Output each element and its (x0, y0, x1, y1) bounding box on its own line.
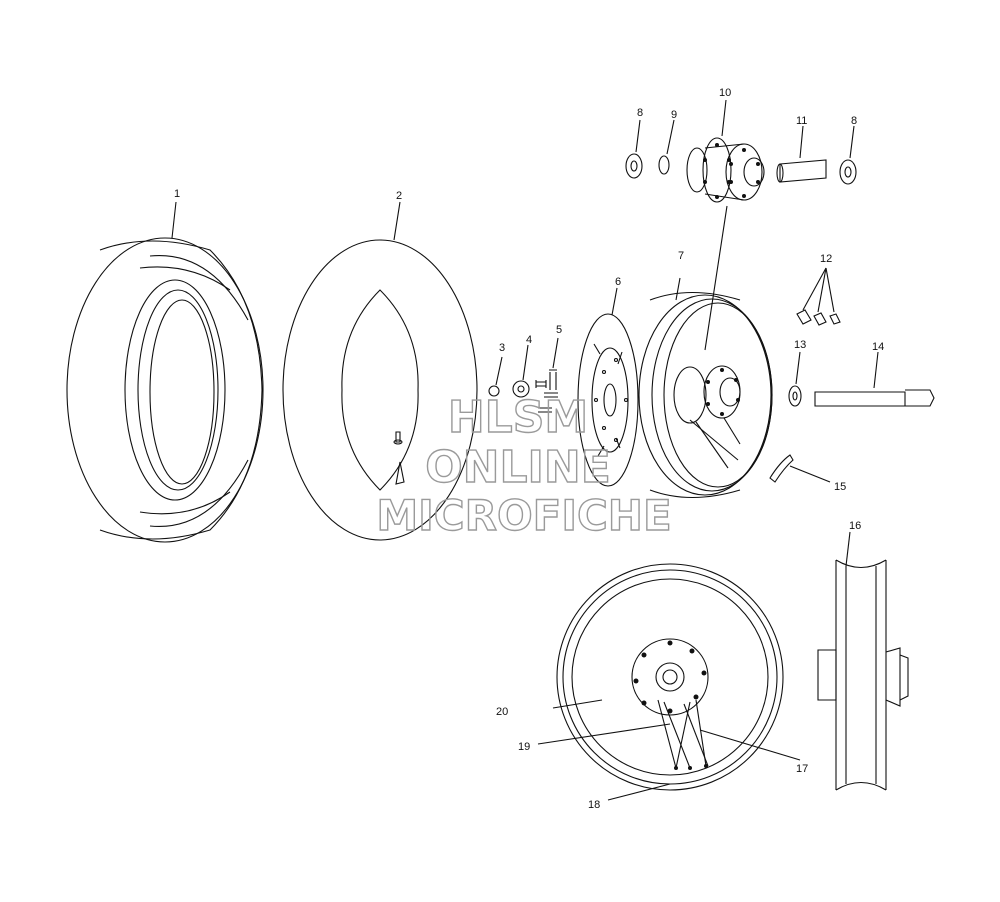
callout-1: 1 (174, 188, 180, 200)
bolts-part-5 (535, 337, 559, 413)
wheel-assembly (638, 277, 773, 499)
wheel-side-view (817, 531, 909, 791)
callout-9: 9 (671, 109, 677, 121)
callout-6: 6 (615, 276, 621, 288)
seal-part-9 (658, 119, 675, 175)
callout-13: 13 (794, 339, 806, 351)
callout-17: 17 (796, 763, 808, 775)
callout-10: 10 (719, 87, 731, 99)
watermark: HLSM ONLINE MICROFICHE (376, 391, 673, 540)
nut-part-3 (488, 356, 503, 397)
callout-2: 2 (396, 190, 402, 202)
tire (66, 237, 264, 543)
callout-14: 14 (872, 341, 884, 353)
valve-caps-part-12 (796, 267, 841, 326)
hub-part-10 (686, 99, 765, 351)
callout-5: 5 (556, 324, 562, 336)
bearing-part-8-left (625, 119, 643, 179)
leader-lines-lower (171, 201, 801, 801)
spacer-part-4 (512, 344, 530, 398)
washer-part-13 (788, 351, 802, 407)
inner-tube (282, 239, 478, 541)
wheel-front-view (556, 563, 784, 791)
callout-19: 19 (518, 741, 530, 753)
callout-11: 11 (796, 115, 807, 127)
watermark-line-2: ONLINE (425, 442, 611, 493)
brake-rotor (577, 287, 639, 487)
spacer-tube-part-11 (776, 125, 827, 183)
callout-20: 20 (496, 706, 508, 718)
callout-labels: 1 2 3 4 5 6 7 8 8 9 10 11 12 13 14 15 16… (174, 87, 884, 811)
bearing-part-8-right (839, 125, 857, 185)
callout-16: 16 (849, 520, 861, 532)
callout-4: 4 (526, 334, 532, 346)
callout-8-left: 8 (637, 107, 643, 119)
callout-18: 18 (588, 799, 600, 811)
callout-8-right: 8 (851, 115, 857, 127)
callout-3: 3 (499, 342, 505, 354)
hub-hole-dots (633, 143, 760, 770)
callout-12: 12 (820, 253, 832, 265)
watermark-line-3: MICROFICHE (376, 491, 671, 540)
balance-weight-part-15 (769, 454, 831, 483)
callout-15: 15 (834, 481, 846, 493)
callout-7: 7 (678, 250, 684, 262)
watermark-line-1: HLSM (448, 392, 588, 443)
axle-part-14 (814, 351, 935, 407)
